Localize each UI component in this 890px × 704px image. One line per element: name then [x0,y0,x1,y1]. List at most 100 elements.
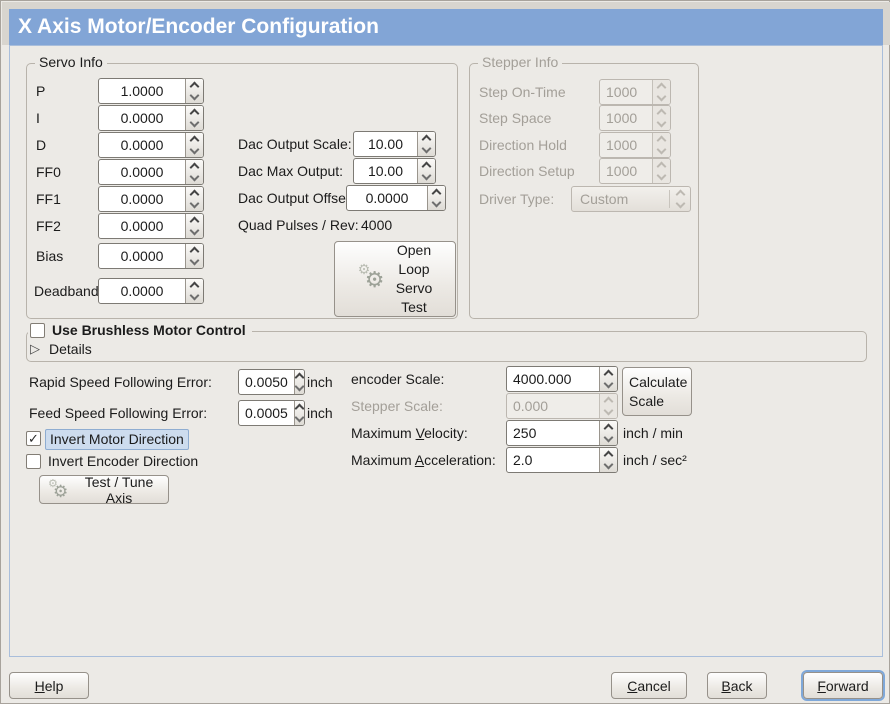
spin-down-button[interactable] [186,255,203,268]
spin-down-button[interactable] [186,117,203,130]
back-button[interactable]: Back [707,672,767,699]
spin-up-button[interactable] [186,187,203,200]
spin-up-button[interactable] [428,186,445,199]
spin-down-button[interactable] [418,143,435,156]
spin-up-button[interactable] [600,367,617,380]
step-space-label: Step Space [479,110,552,126]
feed-following-error-label: Feed Speed Following Error: [29,405,208,421]
direction-setup-spinbox: 1000 [599,158,671,184]
invert-motor-checkbox[interactable]: ✓ [26,431,41,446]
ff2-spinbox[interactable]: 0.0000 [98,213,204,239]
spin-up-button [653,133,670,146]
step-on-time-label: Step On-Time [479,84,566,100]
spin-up-button[interactable] [600,421,617,434]
ff0-label: FF0 [36,164,61,180]
help-button-label: Help [34,677,64,694]
feed-following-error-spinbox[interactable]: 0.0005 [238,400,305,426]
maximum-velocity-unit: inch / min [623,425,683,441]
quad-pulses-label: Quad Pulses / Rev: [238,217,359,233]
encoder-scale-spinbox[interactable]: 4000.000 [506,366,618,392]
spin-up-button[interactable] [186,106,203,119]
p-spinbox[interactable]: 1.0000 [98,78,204,104]
brushless-checkbox-row: Use Brushless Motor Control [28,322,252,338]
spin-down-button[interactable] [294,412,304,425]
calculate-scale-button[interactable]: Calculate Scale [622,367,692,416]
open-loop-servo-test-button[interactable]: ⚙ ⚙ Open Loop Servo Test [334,241,456,317]
spin-down-button[interactable] [600,459,617,472]
spin-up-button[interactable] [600,448,617,461]
bias-spinbox[interactable]: 0.0000 [98,243,204,269]
spin-up-button[interactable] [186,160,203,173]
stepper-info-frame: Stepper Info [469,54,699,319]
spin-up-button[interactable] [186,79,203,92]
spin-up-button[interactable] [186,214,203,227]
spin-down-button[interactable] [294,381,304,394]
d-label: D [36,137,47,153]
maximum-velocity-label: Maximum Velocity: [351,425,468,441]
rapid-following-error-spinbox[interactable]: 0.0050 [238,369,305,395]
feed-following-error-unit: inch [307,405,333,421]
spin-down-button[interactable] [600,378,617,391]
quad-pulses-value: 4000 [361,217,393,233]
deadband-spinbox[interactable]: 0.0000 [98,278,204,304]
spin-down-button[interactable] [186,225,203,238]
driver-type-label: Driver Type: [479,191,555,207]
forward-button[interactable]: Forward [803,672,883,699]
forward-button-label: Forward [817,677,869,694]
invert-encoder-checkbox[interactable] [26,454,41,469]
cancel-button[interactable]: Cancel [611,672,687,699]
spin-down-button[interactable] [428,197,445,210]
invert-encoder-label[interactable]: Invert Encoder Direction [48,453,199,469]
brushless-frame [26,331,867,362]
i-spinbox[interactable]: 0.0000 [98,105,204,131]
use-brushless-checkbox[interactable] [30,322,45,338]
maximum-acceleration-spinbox[interactable]: 2.0 [506,447,618,473]
step-on-time-spinbox: 1000 [599,79,671,105]
d-spinbox[interactable]: 0.0000 [98,132,204,158]
servo-info-legend: Servo Info [35,54,107,70]
dac-output-offset-spinbox[interactable]: 0.0000 [346,185,446,211]
dac-max-output-label: Dac Max Output: [238,163,344,179]
spin-down-button[interactable] [186,198,203,211]
p-label: P [36,83,46,99]
invert-motor-label[interactable]: Invert Motor Direction [45,429,189,450]
dac-output-offset-label: Dac Output Offset: [238,190,354,206]
details-expander[interactable]: ▷ Details [30,340,92,358]
ff0-spinbox[interactable]: 0.0000 [98,159,204,185]
spin-up-button[interactable] [418,159,435,172]
i-label: I [36,110,40,126]
spin-up-button[interactable] [186,133,203,146]
back-button-label: Back [721,677,753,694]
use-brushless-label: Use Brushless Motor Control [52,322,246,338]
spin-down-button[interactable] [186,90,203,103]
maximum-acceleration-label: Maximum Acceleration: [351,452,496,468]
dac-output-scale-spinbox[interactable]: 10.00 [353,131,436,157]
encoder-scale-label: encoder Scale: [351,371,445,387]
spin-up-button [653,159,670,172]
dac-max-output-spinbox[interactable]: 10.00 [353,158,436,184]
calculate-scale-label: Calculate Scale [629,373,688,409]
page-title: X Axis Motor/Encoder Configuration [18,15,379,38]
spin-up-button[interactable] [186,279,203,292]
spin-up-button[interactable] [186,244,203,257]
spin-down-button [653,91,670,104]
spin-up-button[interactable] [294,370,304,383]
open-loop-button-label: Open Loop Servo Test [395,242,433,315]
details-label: Details [49,341,92,357]
spin-down-button[interactable] [186,290,203,303]
spin-down-button[interactable] [600,432,617,445]
test-tune-axis-button[interactable]: ⚙ ⚙ Test / Tune Axis [39,474,169,506]
maximum-velocity-spinbox[interactable]: 250 [506,420,618,446]
direction-hold-label: Direction Hold [479,137,567,153]
spin-down-button[interactable] [186,144,203,157]
chevron-updown-icon [670,188,690,210]
direction-hold-spinbox: 1000 [599,132,671,158]
spin-down-button[interactable] [186,171,203,184]
ff1-label: FF1 [36,191,61,207]
maximum-acceleration-unit: inch / sec² [623,452,687,468]
spin-up-button[interactable] [418,132,435,145]
help-button[interactable]: Help [9,672,89,699]
ff1-spinbox[interactable]: 0.0000 [98,186,204,212]
spin-up-button[interactable] [294,401,304,414]
spin-down-button[interactable] [418,170,435,183]
